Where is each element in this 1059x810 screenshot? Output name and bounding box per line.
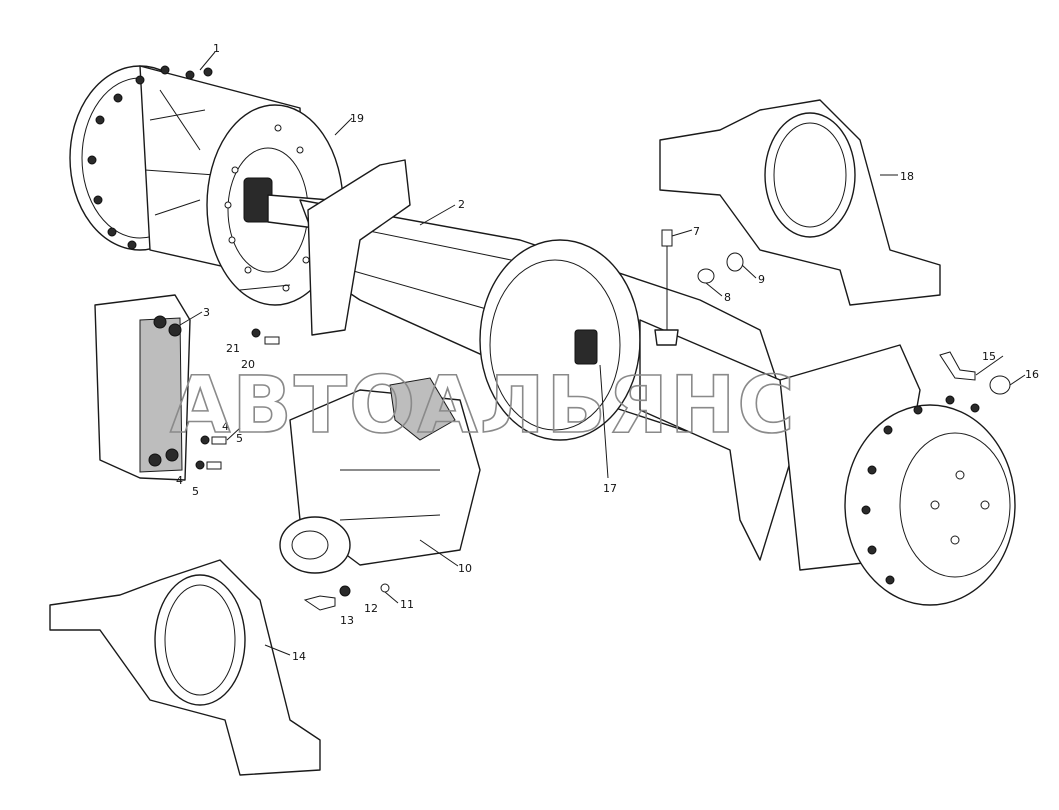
callout-3: 3 <box>203 306 210 319</box>
fastener-7-breather <box>654 229 679 346</box>
callout-19: 19 <box>350 112 364 125</box>
callout-5b: 5 <box>192 485 199 498</box>
fastener-4-5-bolts <box>195 435 227 470</box>
part-2-axle-housing <box>299 159 801 561</box>
right-wheel-hub <box>779 344 1016 606</box>
fastener-20-21 <box>251 328 280 345</box>
callout-16: 16 <box>1025 368 1039 381</box>
leader-lines <box>179 51 1026 656</box>
callout-5a: 5 <box>236 432 243 445</box>
callout-20: 20 <box>241 358 255 371</box>
callout-labels: 1 19 2 18 7 9 8 3 21 20 15 16 4 5 4 5 17… <box>176 42 1039 663</box>
callout-1: 1 <box>213 42 220 55</box>
callout-10: 10 <box>458 562 472 575</box>
fastener-9-plug <box>726 252 744 272</box>
callout-18: 18 <box>900 170 914 183</box>
callout-2: 2 <box>458 198 465 211</box>
part-14-spring-bracket-lower <box>49 559 321 776</box>
part-18-spring-bracket-upper <box>659 99 941 306</box>
fastener-16-nut <box>989 375 1011 395</box>
flange-bolt-holes <box>224 124 310 292</box>
callout-17: 17 <box>603 482 617 495</box>
callout-12: 12 <box>364 602 378 615</box>
callout-21: 21 <box>226 342 240 355</box>
fastener-11-12-13 <box>303 583 390 611</box>
fastener-15-bolt <box>939 351 976 381</box>
callout-7: 7 <box>693 225 700 238</box>
callout-11: 11 <box>400 598 414 611</box>
fastener-8-washer <box>697 268 715 284</box>
callout-14: 14 <box>292 650 306 663</box>
callout-4b: 4 <box>176 474 183 487</box>
hub-stud-bolts <box>87 65 213 250</box>
watermark-text: АВТОАЛЬЯНС <box>170 361 797 451</box>
part-10-differential-carrier <box>279 377 481 574</box>
callout-13: 13 <box>340 614 354 627</box>
callout-4a: 4 <box>222 420 229 433</box>
callout-9: 9 <box>758 273 765 286</box>
callout-15: 15 <box>982 350 996 363</box>
right-hub-bolts <box>861 395 990 585</box>
callout-8: 8 <box>724 291 731 304</box>
part-3-brake-caliper <box>94 294 191 481</box>
